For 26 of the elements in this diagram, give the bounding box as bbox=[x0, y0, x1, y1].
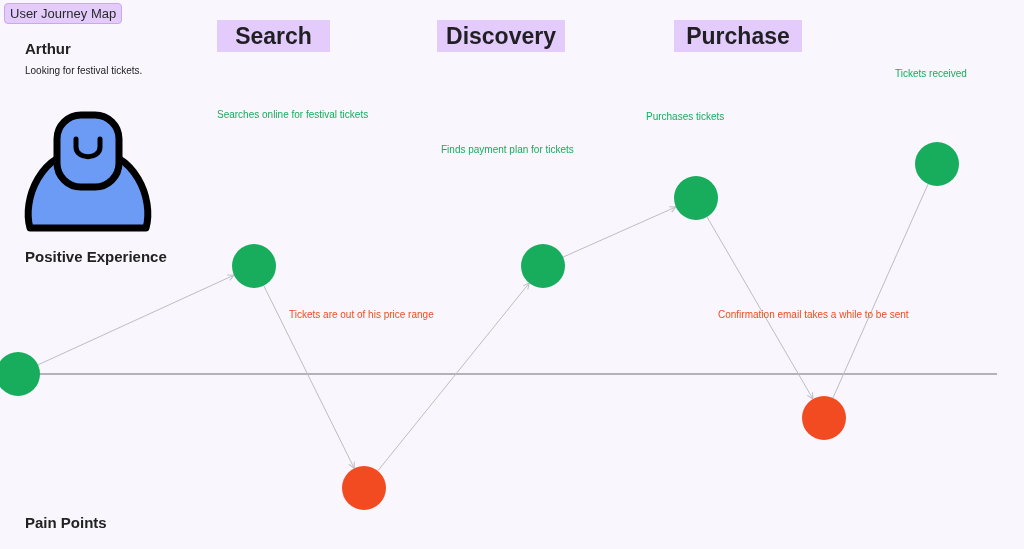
stage-heading: Search bbox=[217, 20, 330, 52]
arrow bbox=[562, 206, 677, 258]
pain-note: Tickets are out of his price range bbox=[289, 309, 434, 320]
journey-point bbox=[802, 396, 846, 440]
journey-point bbox=[674, 176, 718, 220]
step-note: Finds payment plan for tickets bbox=[441, 144, 574, 155]
journey-point bbox=[0, 352, 40, 396]
arrow bbox=[706, 216, 814, 400]
pain-note: Confirmation email takes a while to be sent bbox=[718, 309, 909, 320]
step-note: Searches online for festival tickets bbox=[217, 109, 369, 120]
arrow bbox=[377, 282, 530, 472]
stage-heading: Discovery bbox=[437, 20, 565, 52]
journey-point bbox=[915, 142, 959, 186]
step-note: Purchases tickets bbox=[646, 111, 725, 122]
journey-point bbox=[232, 244, 276, 288]
journey-point bbox=[521, 244, 565, 288]
row-heading: Pain Points bbox=[25, 514, 107, 531]
persona-description: Looking for festival tickets. bbox=[25, 65, 143, 76]
title-tag: User Journey Map bbox=[4, 3, 123, 24]
step-note: Tickets received bbox=[895, 68, 967, 79]
journey-point bbox=[342, 466, 386, 510]
arrow bbox=[37, 274, 235, 366]
person-name: Arthur bbox=[25, 40, 71, 57]
row-heading: Positive Experience bbox=[25, 248, 167, 265]
arrow bbox=[263, 285, 355, 469]
stage-heading: Purchase bbox=[674, 20, 802, 52]
